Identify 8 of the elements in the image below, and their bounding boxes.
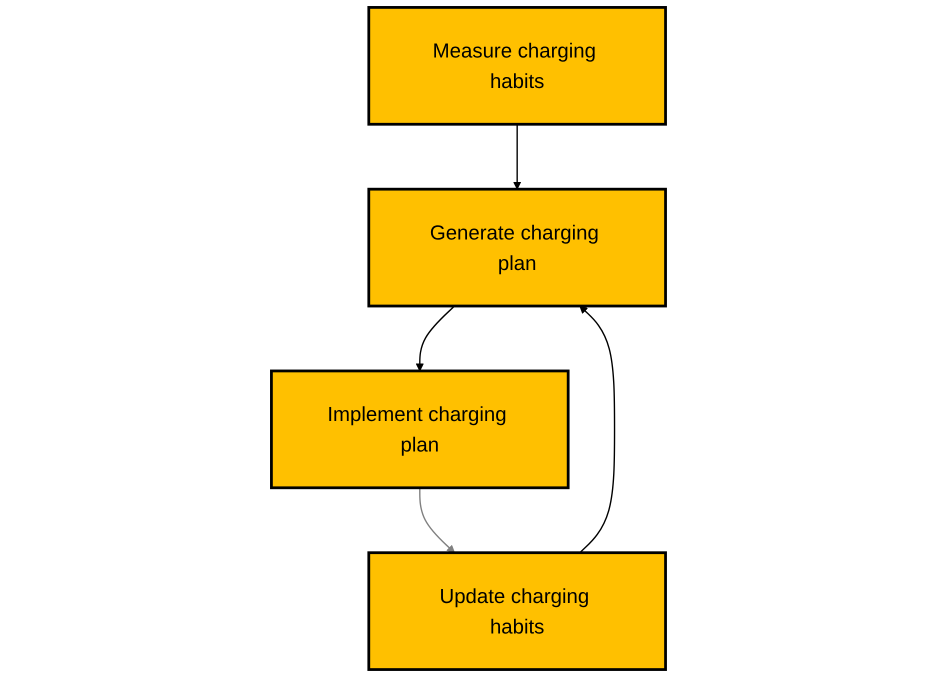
node-box: Update charging habits: [366, 551, 666, 671]
node-box: Measure charging habits: [366, 6, 666, 126]
arrow: [578, 306, 615, 554]
node-box: Implement charging plan: [270, 370, 570, 490]
node-box: Generate charging plan: [366, 188, 666, 308]
arrow: [418, 488, 454, 554]
arrow: [415, 306, 455, 372]
arrow: [512, 124, 521, 190]
